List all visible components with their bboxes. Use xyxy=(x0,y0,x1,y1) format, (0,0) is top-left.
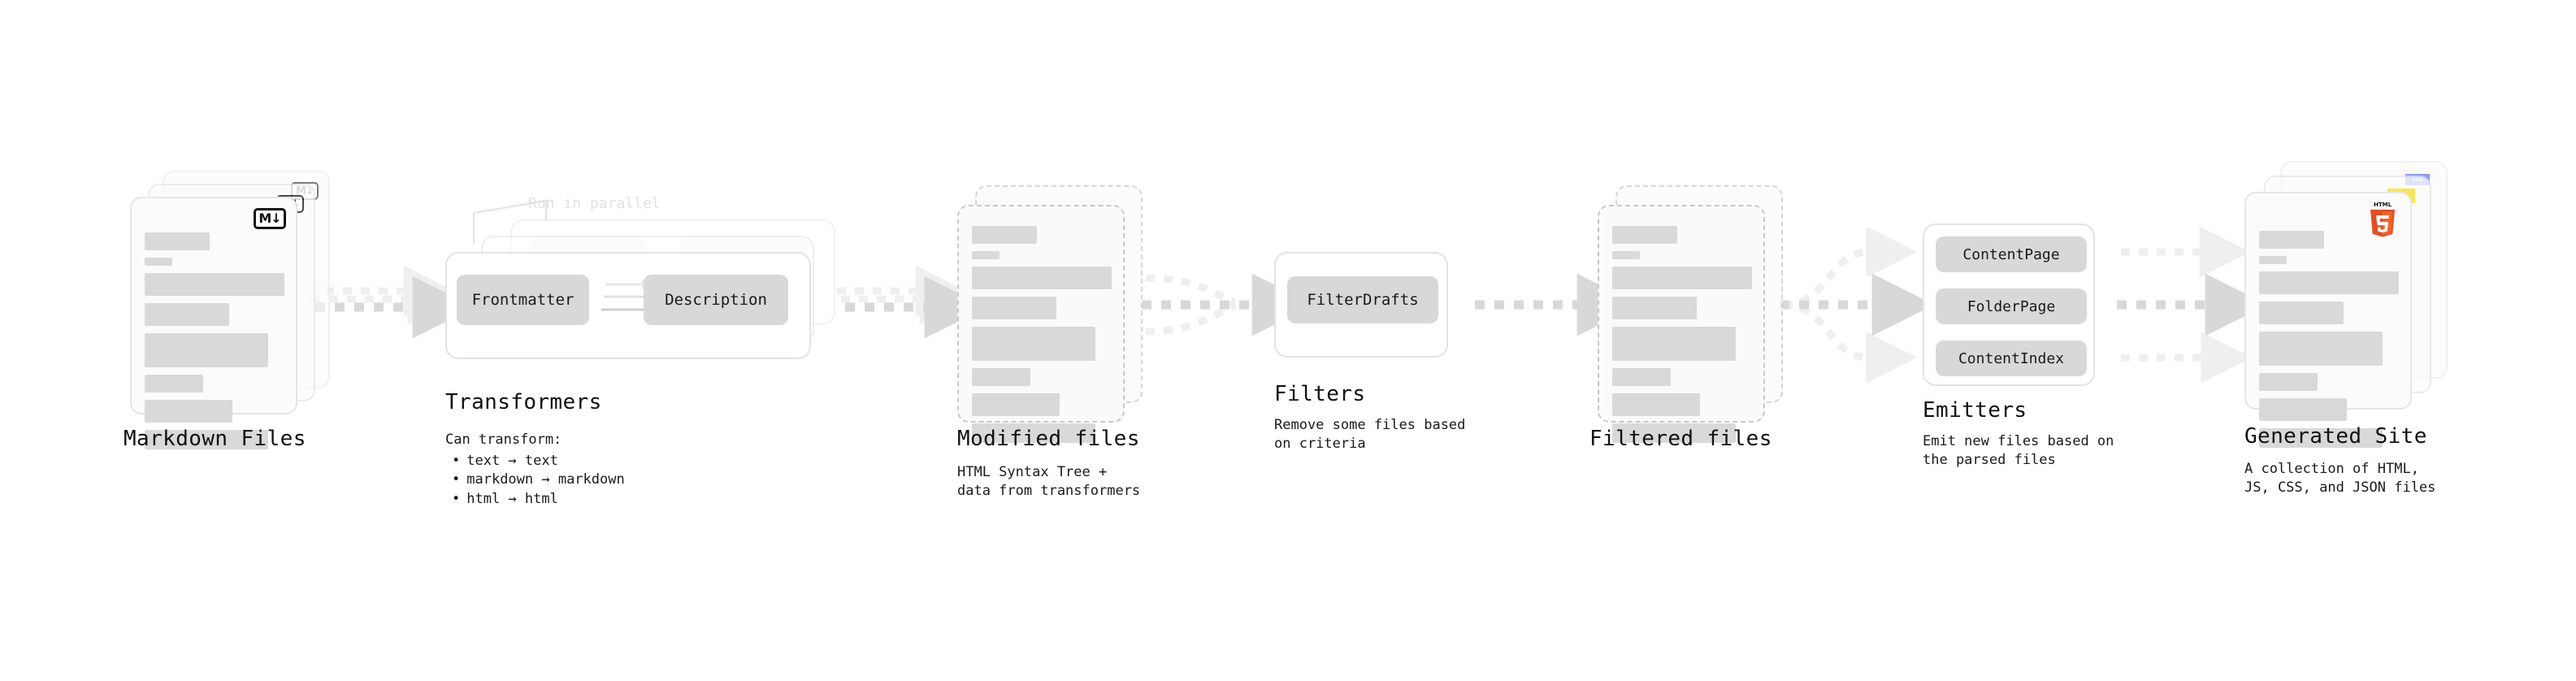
file-skeleton-rows xyxy=(145,232,284,457)
stage-title-transformers: Transformers xyxy=(445,390,602,414)
file-skeleton-rows xyxy=(972,226,1112,450)
transformer-chip-frontmatter[interactable]: Frontmatter xyxy=(457,275,589,325)
filtered-file-card-front[interactable] xyxy=(1598,205,1765,443)
transformers-stack[interactable]: Frontmatter Description Frontmatter Desc… xyxy=(445,219,852,366)
stage-title-markdown-files: Markdown Files xyxy=(124,427,306,451)
transformer-chip-description[interactable]: Description xyxy=(644,275,788,325)
stage-title-generated-site: Generated Site xyxy=(2244,424,2427,449)
modified-files-stack[interactable] xyxy=(957,185,1160,443)
stage-title-filters: Filters xyxy=(1274,382,1366,406)
emitters-group[interactable]: ContentPage FolderPage ContentIndex xyxy=(1923,223,2095,386)
filters-group[interactable]: FilterDrafts xyxy=(1274,252,1448,358)
markdown-file-card-front[interactable]: M↓ xyxy=(130,197,297,449)
emitter-chip-contentindex[interactable]: ContentIndex xyxy=(1936,340,2087,376)
svg-text:HTML: HTML xyxy=(2374,202,2392,208)
filtered-files-stack[interactable] xyxy=(1598,185,1801,443)
stage-title-filtered-files: Filtered files xyxy=(1589,427,1772,451)
run-in-parallel-label: Run in parallel xyxy=(528,195,661,212)
emitters-subtitle: Emit new files based on the parsed files xyxy=(1923,433,2114,469)
connector-emitters-to-site xyxy=(2117,226,2268,384)
markdown-icon: M↓ xyxy=(254,208,286,229)
generated-file-card-html[interactable]: HTML xyxy=(2244,192,2412,448)
emitter-chip-folderpage[interactable]: FolderPage xyxy=(1936,288,2087,324)
list-item: html → html xyxy=(452,490,625,509)
modified-file-card-front[interactable] xyxy=(957,205,1125,443)
filter-chip-filterdrafts[interactable]: FilterDrafts xyxy=(1287,276,1438,323)
markdown-files-stack[interactable]: M↓ M↓ M↓ xyxy=(130,171,341,449)
file-skeleton-rows xyxy=(1612,226,1752,450)
list-item: text → text xyxy=(452,452,625,471)
transformers-bullet-list: text → text markdown → markdown html → h… xyxy=(452,452,625,509)
generated-site-subtitle: A collection of HTML, JS, CSS, and JSON … xyxy=(2244,461,2436,497)
transformer-group-front[interactable]: Frontmatter Description xyxy=(445,252,811,359)
emitter-chip-contentpage[interactable]: ContentPage xyxy=(1936,236,2087,272)
stage-title-modified-files: Modified files xyxy=(957,427,1140,451)
stage-title-emitters: Emitters xyxy=(1923,398,2027,423)
html5-icon: HTML xyxy=(2366,200,2399,239)
generated-site-stack[interactable]: CSS HTML xyxy=(2244,161,2464,448)
modified-files-subtitle: HTML Syntax Tree + data from transformer… xyxy=(957,464,1141,500)
transformers-subtitle: Can transform: xyxy=(445,432,562,448)
filters-subtitle: Remove some files based on criteria xyxy=(1274,417,1466,453)
file-skeleton-rows xyxy=(2259,231,2399,455)
list-item: markdown → markdown xyxy=(452,471,624,489)
